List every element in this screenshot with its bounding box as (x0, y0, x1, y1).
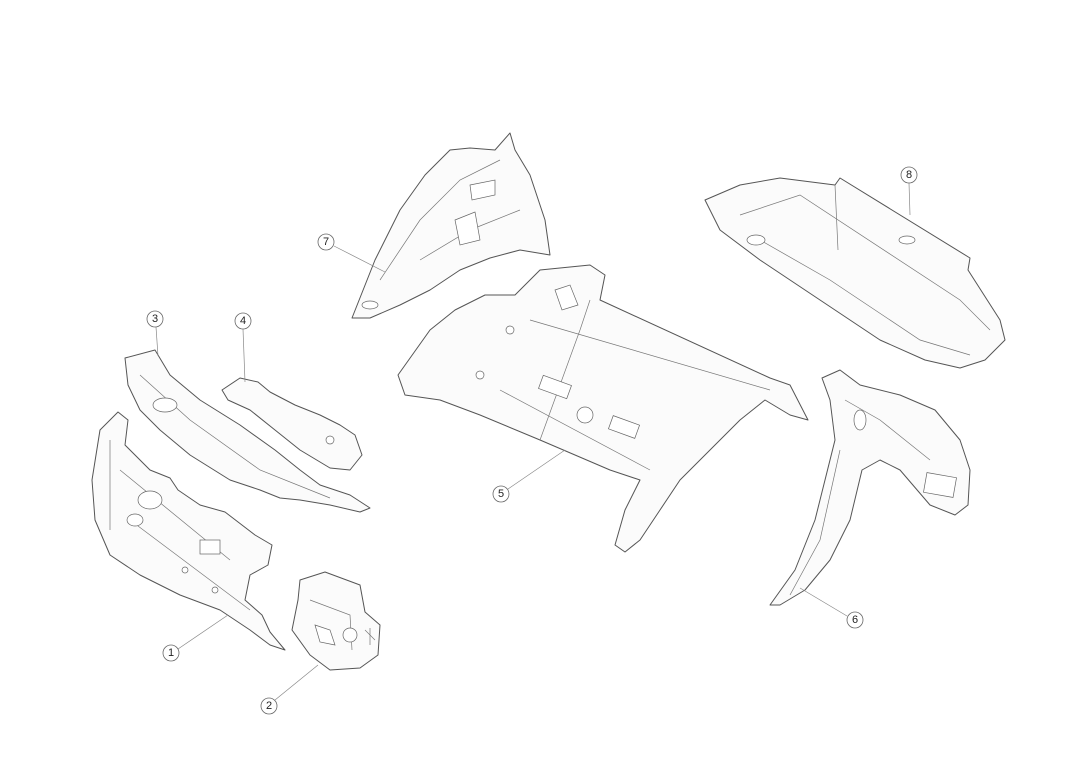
part-7-wheelhouse-insulator (351, 132, 551, 319)
callout-1[interactable]: 1 (162, 644, 180, 662)
part-1-dash-insulation (91, 411, 286, 651)
callout-label: 6 (852, 614, 858, 626)
leader-line-2 (274, 664, 319, 701)
callout-7[interactable]: 7 (317, 233, 335, 251)
callout-label: 7 (323, 236, 329, 248)
part-6-quarter-insulator (769, 369, 971, 606)
leader-line-4 (242, 328, 246, 383)
callout-label: 8 (906, 169, 912, 181)
callout-3[interactable]: 3 (146, 310, 164, 328)
callout-2[interactable]: 2 (260, 697, 278, 715)
callout-6[interactable]: 6 (846, 611, 864, 629)
callout-label: 3 (152, 313, 158, 325)
part-8-trunk-mat (704, 177, 1006, 369)
callout-5[interactable]: 5 (492, 485, 510, 503)
leader-line-7 (333, 245, 386, 273)
callout-label: 1 (168, 647, 174, 659)
leader-line-5 (507, 449, 566, 490)
callout-label: 4 (240, 315, 246, 327)
leader-line-8 (908, 182, 911, 216)
part-3-cowl-insulator (124, 349, 371, 513)
callout-4[interactable]: 4 (234, 312, 252, 330)
callout-8[interactable]: 8 (900, 166, 918, 184)
leader-line-3 (155, 326, 159, 357)
part-5-rear-floor-insulator (397, 264, 809, 553)
callout-label: 2 (266, 700, 272, 712)
part-2-insulator-block (291, 571, 381, 671)
part-4-panel-pad (221, 377, 363, 471)
leader-line-6 (799, 587, 848, 617)
callout-label: 5 (498, 488, 504, 500)
leader-line-1 (177, 614, 229, 650)
